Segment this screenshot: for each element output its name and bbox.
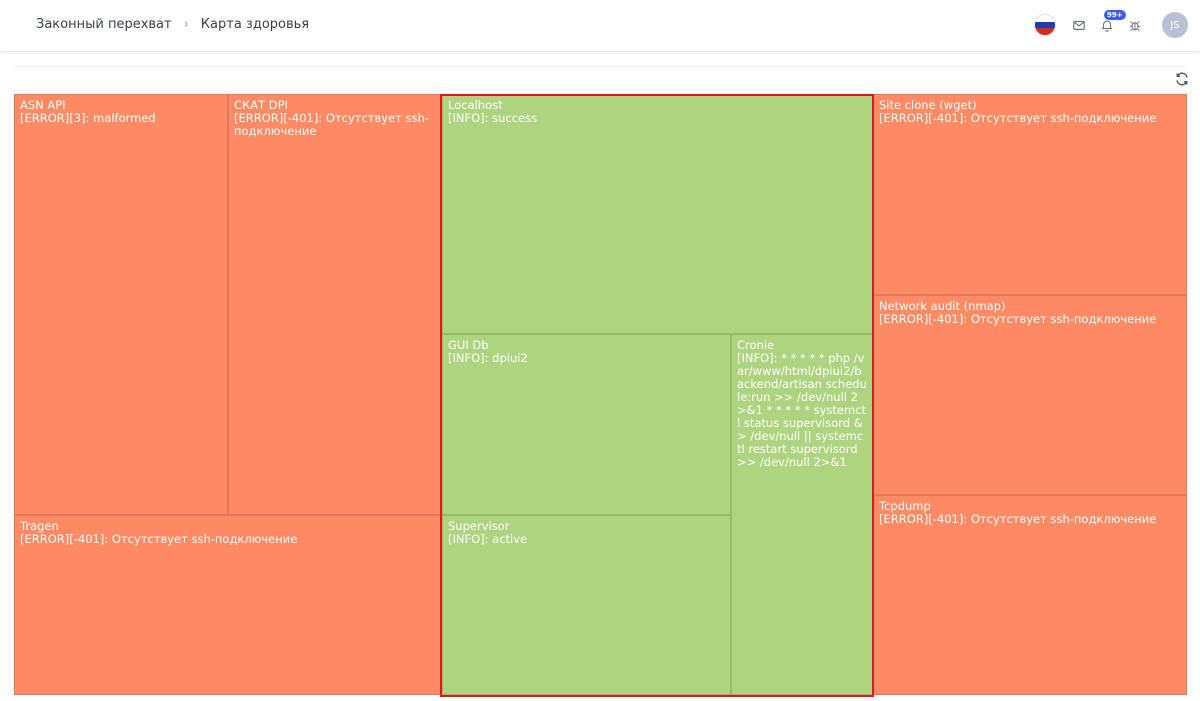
tile-name: GUI Db bbox=[448, 338, 489, 352]
breadcrumb: Законный перехват › Карта здоровья bbox=[36, 17, 309, 32]
tile-localhost[interactable]: Localhost [INFO]: success bbox=[442, 94, 873, 334]
mail-icon[interactable] bbox=[1070, 16, 1088, 34]
tile-asn-api[interactable]: ASN API [ERROR][3]: malformed bbox=[14, 94, 228, 515]
russia-flag-icon[interactable] bbox=[1034, 14, 1056, 36]
tile-supervisor[interactable]: Supervisor [INFO]: active bbox=[442, 515, 731, 695]
tile-cronie[interactable]: Cronie [INFO]: * * * * * php /var/www/ht… bbox=[731, 334, 873, 695]
bell-icon[interactable]: 99+ bbox=[1098, 10, 1126, 34]
tile-status: [INFO]: success bbox=[448, 111, 538, 125]
tile-status: [ERROR][-401]: Отсутствует ssh-подключен… bbox=[879, 312, 1157, 326]
top-header: Законный перехват › Карта здоровья 99+ J… bbox=[0, 0, 1200, 52]
tile-name: Tcpdump bbox=[879, 499, 931, 513]
tile-status: [INFO]: * * * * * php /var/www/html/dpiu… bbox=[737, 351, 867, 469]
user-avatar[interactable]: JS bbox=[1162, 12, 1188, 38]
tile-status: [ERROR][-401]: Отсутствует ssh-подключен… bbox=[879, 111, 1157, 125]
tile-name: Localhost bbox=[448, 98, 503, 112]
tile-gui-db[interactable]: GUI Db [INFO]: dpiui2 bbox=[442, 334, 731, 515]
tile-status: [ERROR][-401]: Отсутствует ssh-подключен… bbox=[234, 111, 429, 138]
tile-status: [INFO]: active bbox=[448, 532, 528, 546]
tile-site-clone[interactable]: Site clone (wget) [ERROR][-401]: Отсутст… bbox=[873, 94, 1187, 295]
breadcrumb-current: Карта здоровья bbox=[200, 17, 310, 32]
tile-name: Site clone (wget) bbox=[879, 98, 977, 112]
tile-name: Supervisor bbox=[448, 519, 510, 533]
health-treemap: ASN API [ERROR][3]: malformed СКАТ DPI [… bbox=[14, 94, 1187, 695]
tile-name: Network audit (nmap) bbox=[879, 299, 1006, 313]
tile-status: [ERROR][-401]: Отсутствует ssh-подключен… bbox=[879, 512, 1157, 526]
tile-name: Tragen bbox=[20, 519, 59, 533]
breadcrumb-root-link[interactable]: Законный перехват bbox=[36, 17, 172, 32]
notifications-badge: 99+ bbox=[1104, 10, 1126, 20]
tile-name: Cronie bbox=[737, 338, 775, 352]
tile-tcpdump[interactable]: Tcpdump [ERROR][-401]: Отсутствует ssh-п… bbox=[873, 495, 1187, 695]
tile-name: ASN API bbox=[20, 98, 66, 112]
tile-status: [ERROR][-401]: Отсутствует ssh-подключен… bbox=[20, 532, 298, 546]
tile-name: СКАТ DPI bbox=[234, 98, 288, 112]
tile-status: [INFO]: dpiui2 bbox=[448, 351, 528, 365]
tile-skat-dpi[interactable]: СКАТ DPI [ERROR][-401]: Отсутствует ssh-… bbox=[228, 94, 442, 515]
header-actions: 99+ JS bbox=[1034, 10, 1188, 38]
panel-divider bbox=[14, 66, 1186, 67]
tile-tragen[interactable]: Tragen [ERROR][-401]: Отсутствует ssh-по… bbox=[14, 515, 442, 695]
refresh-icon[interactable] bbox=[1174, 71, 1190, 87]
bug-icon[interactable] bbox=[1126, 16, 1144, 34]
tile-status: [ERROR][3]: malformed bbox=[20, 111, 156, 125]
tile-network-audit[interactable]: Network audit (nmap) [ERROR][-401]: Отсу… bbox=[873, 295, 1187, 495]
chevron-right-icon: › bbox=[183, 17, 189, 32]
